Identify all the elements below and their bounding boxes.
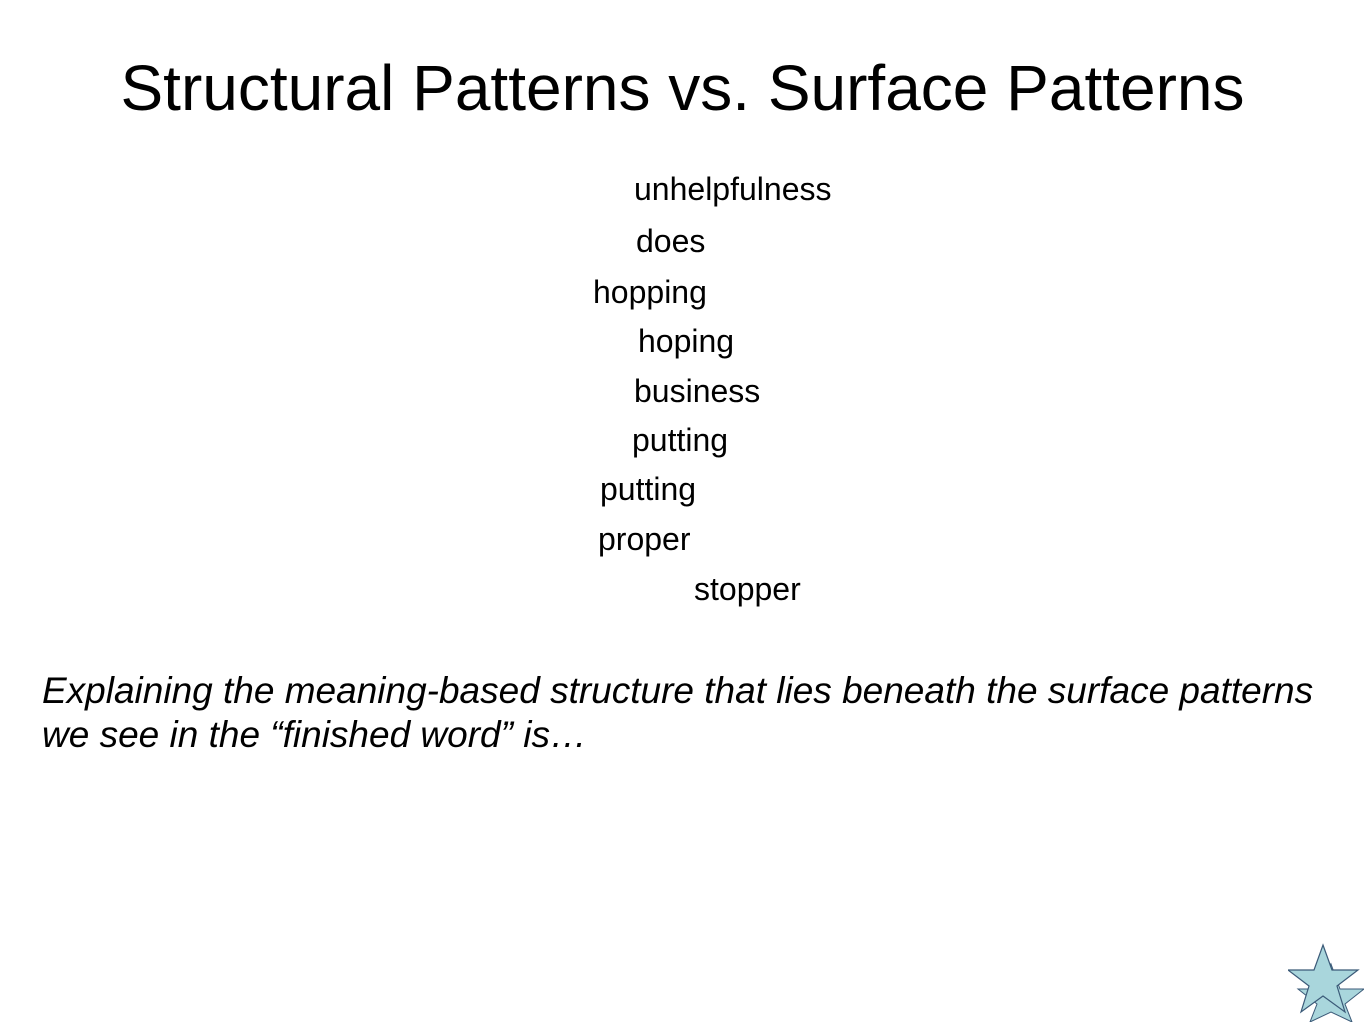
word-item: hopping (593, 274, 707, 310)
explanation-text: Explaining the meaning-based structure t… (42, 670, 1314, 755)
slide-title: Structural Patterns vs. Surface Patterns (120, 52, 1245, 124)
word-item: business (634, 373, 761, 409)
word-item: stopper (694, 571, 801, 607)
word-item: proper (598, 521, 691, 557)
word-item: putting (632, 422, 729, 458)
word-item: putting (600, 471, 697, 507)
word-item: does (636, 223, 706, 259)
star-icon (1288, 943, 1364, 1022)
word-item: hoping (638, 323, 735, 359)
star-nav-button[interactable] (1288, 942, 1364, 1022)
word-item: unhelpfulness (634, 171, 832, 207)
